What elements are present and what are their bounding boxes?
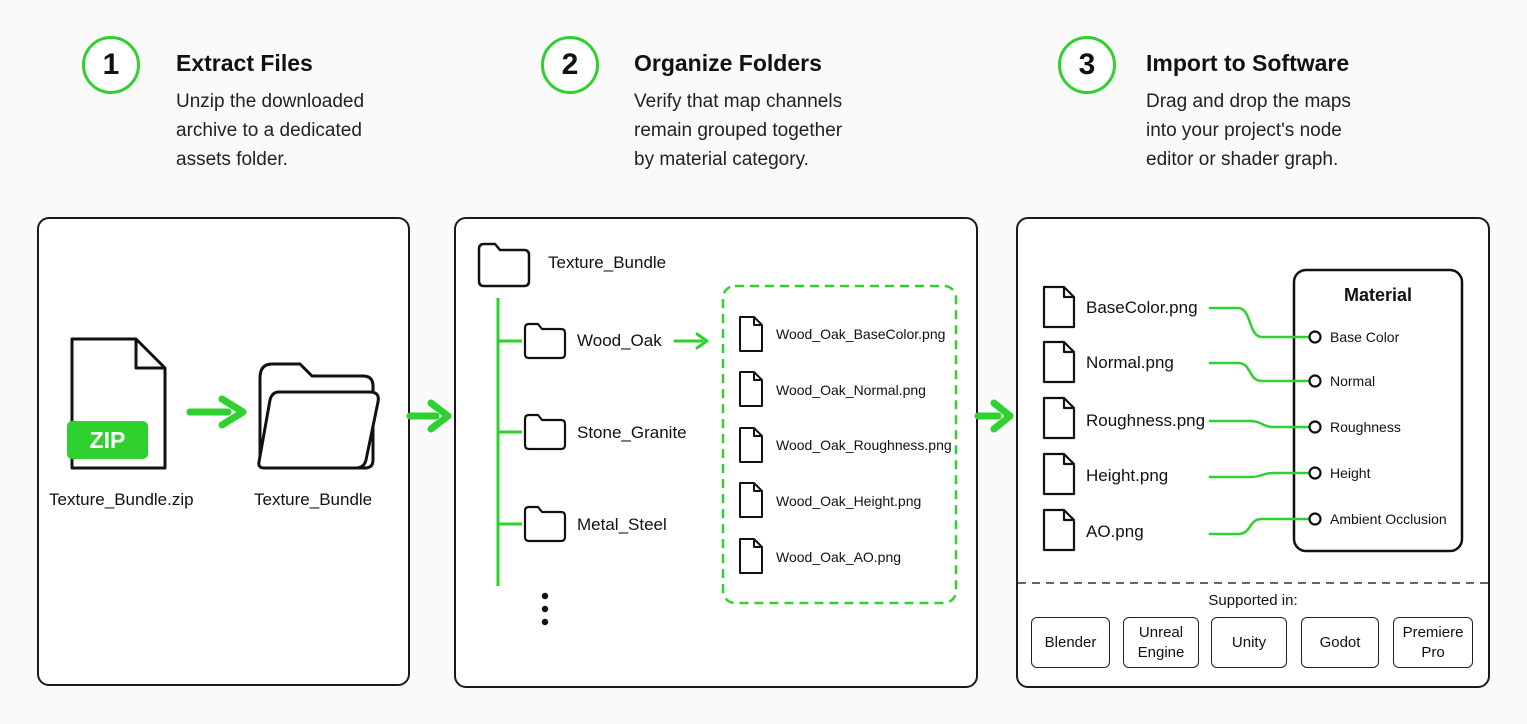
folder-tree-lines: [496, 298, 522, 586]
file-name: Wood_Oak_Normal.png: [776, 382, 926, 398]
folder-icon: [523, 505, 567, 543]
step-2-number: 2: [541, 36, 599, 94]
arrow-right-icon: [974, 399, 1014, 433]
material-node: [1292, 268, 1464, 553]
more-icon: [541, 592, 549, 626]
software-godot: Godot: [1301, 617, 1379, 668]
file-icon: [739, 316, 763, 352]
folder-icon: [523, 413, 567, 451]
arrow-right-icon: [673, 332, 709, 350]
root-folder-icon: [477, 242, 531, 288]
folder-name: Wood_Oak: [577, 331, 662, 350]
step-2-title: Organize Folders: [634, 50, 822, 76]
texture-file-name: AO.png: [1086, 522, 1144, 541]
material-node-title: Material: [1343, 285, 1413, 305]
zip-file-icon: [67, 337, 167, 470]
step-3-title: Import to Software: [1146, 50, 1350, 76]
step-3-number: 3: [1058, 36, 1116, 94]
organize-panel: [454, 217, 978, 688]
file-icon: [739, 427, 763, 463]
open-folder-icon: [257, 362, 380, 470]
software-premiere-pro: Premiere Pro: [1393, 617, 1473, 668]
file-icon: [739, 538, 763, 574]
material-input-label: Roughness: [1330, 419, 1401, 435]
software-unreal-engine: Unreal Engine: [1123, 617, 1199, 668]
file-icon: [1042, 340, 1076, 384]
texture-file-name: Normal.png: [1086, 353, 1174, 372]
file-icon: [1042, 285, 1076, 329]
file-icon: [1042, 396, 1076, 440]
step-1-description: Unzip the downloaded archive to a dedica…: [176, 91, 365, 170]
zip-badge: ZIP: [89, 427, 126, 453]
software-blender: Blender: [1031, 617, 1110, 668]
folder-name: Metal_Steel: [577, 515, 667, 534]
texture-file-name: BaseColor.png: [1086, 298, 1198, 317]
file-name: Wood_Oak_BaseColor.png: [776, 326, 946, 342]
file-name: Wood_Oak_Roughness.png: [776, 437, 952, 453]
root-folder-name: Texture_Bundle: [548, 253, 667, 272]
zip-file-name: Texture_Bundle.zip: [49, 490, 194, 509]
node-connectors: [1208, 306, 1310, 536]
material-input-label: Height: [1330, 465, 1371, 481]
folder-icon: [523, 322, 567, 360]
material-input-label: Base Color: [1330, 329, 1400, 345]
software-unity: Unity: [1211, 617, 1287, 668]
texture-file-name: Roughness.png: [1086, 411, 1206, 430]
file-icon: [739, 371, 763, 407]
texture-file-name: Height.png: [1086, 466, 1169, 485]
arrow-right-icon: [406, 399, 452, 433]
material-input-label: Ambient Occlusion: [1330, 511, 1447, 527]
file-icon: [739, 482, 763, 518]
file-name: Wood_Oak_AO.png: [776, 549, 902, 565]
material-input-label: Normal: [1330, 373, 1376, 389]
step-1-number: 1: [82, 36, 140, 94]
file-icon: [1042, 508, 1076, 552]
step-3-description: Drag and drop the maps into your project…: [1146, 91, 1351, 170]
supported-in-label: Supported in:: [1208, 592, 1298, 609]
file-icon: [1042, 452, 1076, 496]
file-name: Wood_Oak_Height.png: [776, 493, 922, 509]
extracted-folder-name: Texture_Bundle: [254, 490, 373, 509]
step-2-description: Verify that map channels remain grouped …: [634, 91, 843, 170]
arrow-right-icon: [186, 395, 247, 429]
step-1-title: Extract Files: [176, 50, 313, 76]
folder-name: Stone_Granite: [577, 423, 687, 442]
node-sockets: [1308, 330, 1322, 526]
